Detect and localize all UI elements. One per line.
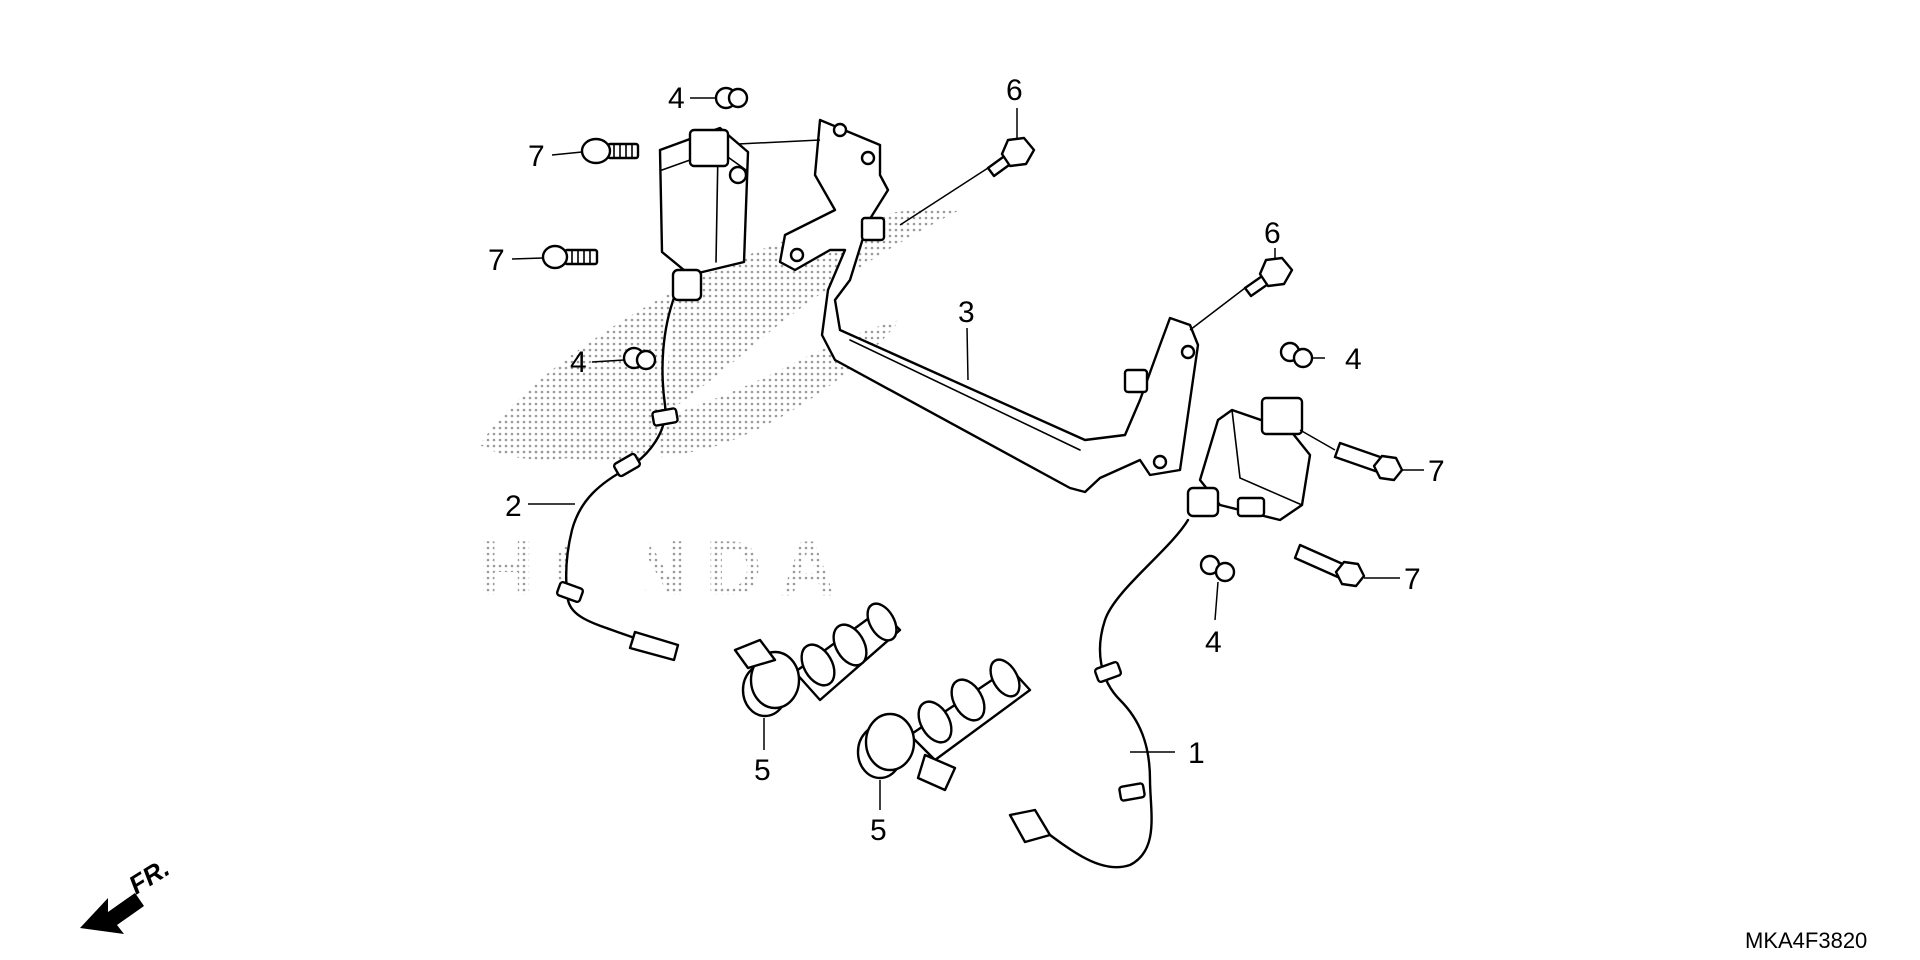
diagram-code: MKA4F3820	[1745, 928, 1867, 953]
callout-5a: 5	[754, 754, 771, 787]
front-arrow-icon	[80, 893, 144, 934]
bolt-7a	[580, 137, 640, 165]
ignition-coil-harness-left	[555, 293, 680, 662]
callout-6a: 6	[1006, 74, 1023, 107]
callout-3: 3	[958, 296, 975, 329]
spark-plug-cap-left	[733, 602, 902, 718]
callout-7a: 7	[528, 140, 545, 173]
callout-4d: 4	[1205, 626, 1222, 659]
honda-watermark: HONDA	[478, 208, 960, 612]
callout-5b: 5	[870, 814, 887, 847]
flange-bolt-6a	[986, 136, 1036, 178]
flange-bolt-6b	[1243, 256, 1294, 298]
front-label: FR.	[123, 852, 174, 900]
ignition-coil-bracket	[778, 118, 1200, 494]
honda-wordmark: HONDA	[478, 524, 854, 612]
callout-4c: 4	[1345, 343, 1362, 376]
clip-4d	[1199, 554, 1236, 583]
callout-2: 2	[505, 490, 522, 523]
clip-4c	[1279, 341, 1314, 369]
callout-4a: 4	[668, 82, 685, 115]
bolt-7b	[541, 244, 599, 270]
front-direction-indicator: FR.	[80, 852, 175, 934]
callouts: 1 2 3 4 4 4 4 5 5 6 6 7 7 7 7	[488, 74, 1445, 847]
callout-6b: 6	[1264, 217, 1281, 250]
callout-7c: 7	[1428, 455, 1445, 488]
clip-4b	[622, 346, 657, 371]
ignition-coil-right	[1186, 396, 1312, 522]
callout-7b: 7	[488, 244, 505, 277]
callout-1: 1	[1188, 737, 1205, 770]
ignition-coil-left	[658, 126, 750, 302]
bolt-7d	[1293, 543, 1366, 588]
bolt-7c	[1333, 441, 1404, 482]
honda-wing-logo-lower	[520, 320, 900, 461]
clip-4a	[714, 86, 749, 110]
leader-lines	[511, 97, 1424, 810]
ignition-coil-harness-right	[1008, 518, 1190, 869]
spark-plug-cap-right	[856, 658, 1032, 792]
callout-7d: 7	[1404, 563, 1421, 596]
callout-4b: 4	[570, 346, 587, 379]
